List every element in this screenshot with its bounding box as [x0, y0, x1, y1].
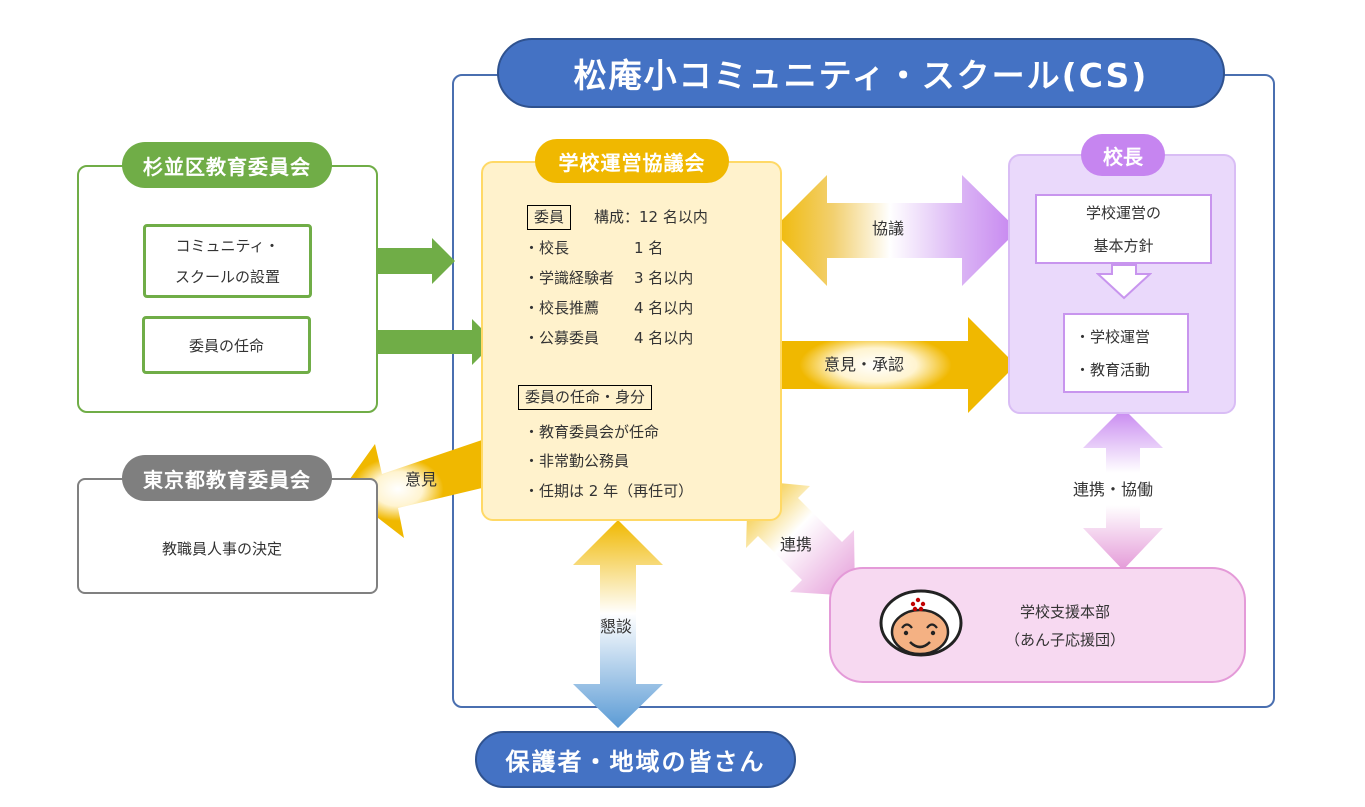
- council-title: 学校運営協議会: [535, 139, 729, 183]
- members-composition: 構成：12 名以内: [594, 208, 708, 226]
- arrow-collaboration: [1083, 408, 1163, 570]
- support-hq-subname: （あん子応援団）: [1004, 631, 1125, 649]
- consult-label: 協議: [872, 219, 905, 238]
- appointment-item: ・非常勤公務員: [524, 452, 630, 470]
- appoint-members-text: 委員の任命: [188, 336, 264, 355]
- member-role: ・公募委員: [524, 329, 600, 347]
- basic-policy-line-1: 学校運営の: [1085, 204, 1161, 222]
- appointment-item: ・任期は 2 年（再任可）: [524, 482, 694, 500]
- establish-cs-line-1: コミュニティ・: [175, 237, 280, 255]
- member-count: 4 名以内: [634, 329, 694, 347]
- basic-policy-line-2: 基本方針: [1093, 237, 1154, 255]
- appointment-heading: 委員の任命・身分: [518, 385, 653, 410]
- tokyo-board-body: 教職員人事の決定: [162, 540, 283, 558]
- tokyo-board-title: 東京都教育委員会: [122, 455, 332, 501]
- member-count: 4 名以内: [634, 299, 694, 317]
- establish-cs-item: コミュニティ・ スクールの設置: [143, 224, 312, 298]
- member-role: ・学識経験者: [524, 269, 615, 287]
- opinion-approval-label: 意見・承認: [824, 355, 905, 374]
- establish-cs-line-2: スクールの設置: [174, 268, 280, 286]
- title-banner: 松庵小コミュニティ・スクール(CS): [497, 38, 1225, 108]
- discussion-label: 懇談: [600, 617, 633, 636]
- member-count: 3 名以内: [634, 269, 694, 287]
- residents-title: 保護者・地域の皆さん: [475, 731, 796, 788]
- appointment-item: ・教育委員会が任命: [524, 423, 660, 441]
- arrow-consult: [772, 175, 1018, 286]
- collaboration-label: 連携・協働: [1073, 480, 1154, 499]
- appoint-members-item: 委員の任命: [142, 316, 311, 374]
- policy-down-arrow: [1096, 264, 1152, 300]
- member-role: ・校長推薦: [524, 299, 600, 317]
- arrow-opinion-approval: [782, 317, 1016, 413]
- member-role: ・校長: [524, 239, 570, 257]
- principal-title: 校長: [1081, 134, 1165, 176]
- cooperation-label: 連携: [780, 535, 813, 554]
- mascot-face-icon: [879, 589, 963, 657]
- support-hq-name: 学校支援本部: [1019, 603, 1110, 621]
- suginami-board-title: 杉並区教育委員会: [122, 142, 332, 188]
- members-heading: 委員: [527, 205, 572, 230]
- council-box: [481, 161, 782, 521]
- opinion-label: 意見: [405, 470, 438, 489]
- activity-item: ・教育活動: [1075, 361, 1151, 379]
- member-count: 1 名: [634, 239, 664, 257]
- activity-item: ・学校運営: [1075, 328, 1151, 346]
- arrow-discussion: [573, 520, 663, 728]
- basic-policy-box: 学校運営の 基本方針: [1035, 194, 1212, 264]
- school-activities-box: ・学校運営 ・教育活動: [1063, 313, 1189, 393]
